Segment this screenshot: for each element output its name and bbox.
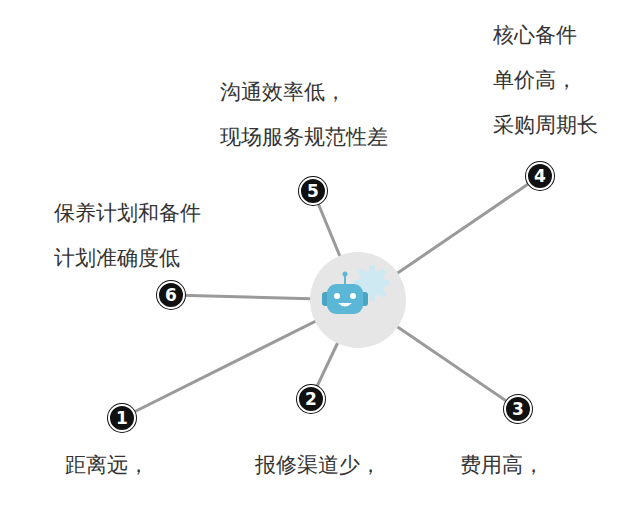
issue-label: 报修渠道少， xyxy=(255,443,381,488)
callout-circle: 1 xyxy=(108,404,136,432)
issue-label: 沟通效率低， 现场服务规范性差 xyxy=(220,70,388,160)
issue-label: 距离远， xyxy=(65,443,149,488)
issue-text: 距离远， xyxy=(65,453,149,477)
issue-text: 沟通效率低， 现场服务规范性差 xyxy=(220,80,388,149)
hub-circle xyxy=(310,252,406,348)
callout-number: 6 xyxy=(165,287,177,304)
issue-label: 核心备件 单价高， 采购周期长 xyxy=(493,13,598,148)
callout-circle: 6 xyxy=(157,281,185,309)
callout-number: 3 xyxy=(512,401,524,418)
issue-text: 核心备件 单价高， 采购周期长 xyxy=(493,23,598,137)
issue-text: 保养计划和备件 计划准确度低 xyxy=(54,201,201,270)
callout-circle: 5 xyxy=(299,177,327,205)
callout-circle: 2 xyxy=(297,385,325,413)
issue-text: 报修渠道少， xyxy=(255,453,381,477)
callout-number: 4 xyxy=(534,168,546,185)
callout-number: 2 xyxy=(305,391,317,408)
issue-text: 费用高， xyxy=(460,453,544,477)
callout-number: 5 xyxy=(307,183,319,200)
issue-label: 保养计划和备件 计划准确度低 xyxy=(54,191,201,281)
issue-label: 费用高， xyxy=(460,443,544,488)
robot-icon xyxy=(322,265,390,314)
callout-circle: 3 xyxy=(504,395,532,423)
callout-number: 1 xyxy=(116,410,128,427)
callout-circle: 4 xyxy=(526,162,554,190)
